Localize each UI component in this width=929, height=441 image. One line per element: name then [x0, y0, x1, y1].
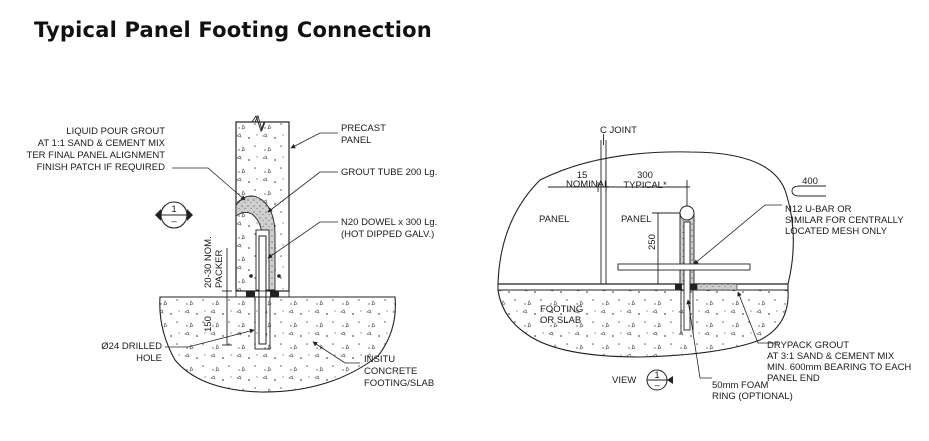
label-dim-250: 250 [647, 234, 658, 250]
view-marker-sub: – [654, 380, 660, 391]
label-liquid-pour-1: LIQUID POUR GROUT [66, 126, 165, 137]
label-precast-1: PRECAST [341, 123, 386, 134]
label-dowel-2: (HOT DIPPED GALV.) [341, 229, 434, 240]
right-footing [498, 290, 789, 357]
label-drypack-2: AT 3:1 SAND & CEMENT MIX [767, 351, 895, 362]
label-panel-left: PANEL [539, 214, 569, 225]
label-packer-1: 20-30 NOM. [203, 236, 214, 288]
left-footing [159, 296, 396, 393]
label-insitu-3: FOOTING/SLAB [364, 378, 434, 389]
right-view-marker: VIEW 1 – [612, 369, 673, 391]
label-liquid-pour-2: AT 1:1 SAND & CEMENT MIX [38, 138, 166, 149]
label-insitu-2: CONCRETE [364, 366, 417, 377]
label-dim-300: 300 [637, 170, 653, 181]
left-dowel [258, 235, 267, 345]
label-foam-2: RING (OPTIONAL) [712, 391, 793, 402]
label-liquid-pour-4: FINISH PATCH IF REQUIRED [37, 162, 166, 173]
label-dowel-1: N20 DOWEL x 300 Lg. [341, 217, 437, 228]
page-title: Typical Panel Footing Connection [34, 18, 432, 42]
label-drypack-1: DRYPACK GROUT [767, 340, 849, 351]
left-marker-number: 1 [171, 204, 176, 215]
label-packer-2: PACKER [214, 249, 225, 288]
label-foam-1: 50mm FOAM [712, 380, 769, 391]
label-drypack-3: MIN. 600mm BEARING TO EACH [767, 362, 911, 373]
right-plan-detail: VIEW 1 – C JOINT 15 NOMINAL 300 TYPICAL*… [497, 125, 911, 402]
label-insitu-1: INSITU [364, 354, 395, 365]
label-ubar-2: SIMILAR FOR CENTRALLY [785, 215, 904, 226]
label-drypack-4: PANEL END [767, 373, 820, 384]
left-marker-sub: – [171, 216, 177, 227]
label-c-joint: C JOINT [600, 125, 637, 136]
label-precast-2: PANEL [341, 135, 371, 146]
label-liquid-pour-3: TER FINAL PANEL ALIGNMENT [27, 150, 166, 161]
label-ubar-3: LOCATED MESH ONLY [785, 226, 888, 237]
view-marker-number: 1 [654, 370, 659, 381]
left-section-detail: 1 – LIQUID POUR GROUT AT 1:1 SAND & CEME… [27, 114, 437, 393]
label-grout-tube: GROUT TUBE 200 Lg. [341, 167, 437, 178]
label-dim-15: 15 [577, 170, 588, 181]
label-footing-1: FOOTING [540, 304, 583, 315]
label-panel-right: PANEL [621, 214, 651, 225]
label-drilled-1: Ø24 DRILLED [101, 341, 162, 352]
view-label: VIEW [612, 375, 636, 386]
label-dim-400: 400 [802, 176, 818, 187]
label-ubar-1: N12 U-BAR OR [785, 204, 852, 215]
label-nominal: NOMINAL [566, 179, 609, 190]
left-section-marker: 1 – [155, 201, 193, 229]
label-drilled-2: HOLE [136, 353, 162, 364]
label-footing-2: OR SLAB [540, 315, 581, 326]
label-typical: TYPICAL* [623, 180, 667, 191]
label-dim-150: 150 [203, 316, 214, 332]
